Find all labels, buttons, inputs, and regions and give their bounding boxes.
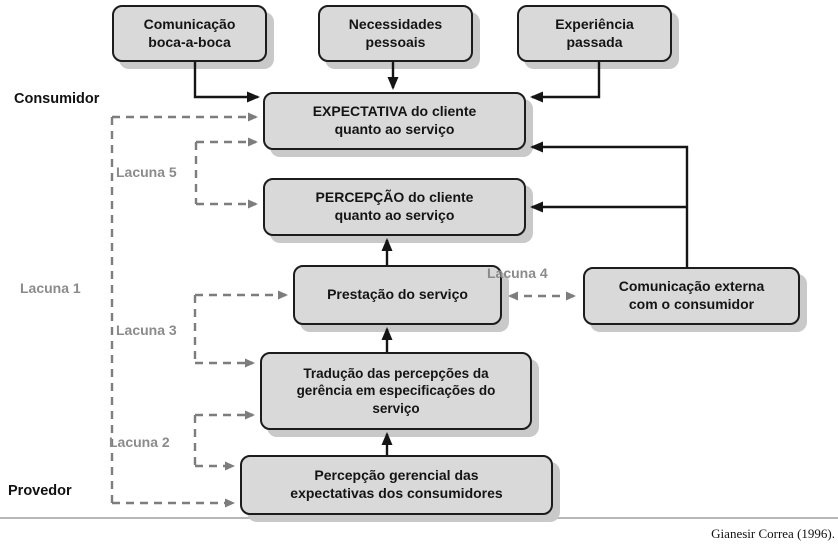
- box-managerial-perception-label: Percepção gerencial das expectativas dos…: [290, 467, 503, 501]
- gap-label-lacuna-3: Lacuna 3: [116, 322, 177, 338]
- arrow-past-experience-to-expectation: [530, 62, 601, 103]
- box-client-expectation-label: EXPECTATIVA do cliente quanto ao serviço: [312, 103, 477, 137]
- gap-label-lacuna-4: Lacuna 4: [487, 265, 548, 281]
- box-client-perception-label: PERCEPÇÃO do cliente quanto ao serviço: [315, 189, 474, 223]
- bottom-divider-line: [0, 517, 838, 519]
- arrow-word-of-mouth-to-expectation: [193, 62, 260, 103]
- source-citation: Gianesir Correa (1996).: [711, 526, 835, 541]
- section-label-consumer: Consumidor: [14, 91, 100, 107]
- box-managerial-perception: Percepção gerencial das expectativas dos…: [240, 455, 553, 515]
- box-translation-specifications-label: Tradução das percepções da gerência em e…: [296, 366, 496, 416]
- arrow-external-communication-to-expectation: [530, 141, 689, 267]
- box-past-experience: Experiência passada: [517, 5, 672, 62]
- box-word-of-mouth: Comunicação boca-a-boca: [112, 5, 267, 62]
- gap-label-lacuna-2: Lacuna 2: [109, 434, 170, 450]
- box-personal-needs: Necessidades pessoais: [318, 5, 473, 62]
- box-external-communication: Comunicação externa com o consumidor: [583, 267, 800, 325]
- box-word-of-mouth-label: Comunicação boca-a-boca: [143, 15, 236, 50]
- box-service-delivery: Prestação do serviço: [293, 265, 502, 325]
- gap-label-lacuna-1: Lacuna 1: [20, 280, 81, 296]
- box-personal-needs-label: Necessidades pessoais: [348, 15, 443, 50]
- gap-label-lacuna-5: Lacuna 5: [116, 164, 177, 180]
- box-service-delivery-label: Prestação do serviço: [327, 286, 468, 303]
- box-past-experience-label: Experiência passada: [555, 15, 634, 50]
- section-label-provider: Provedor: [8, 483, 72, 499]
- box-translation-specifications: Tradução das percepções da gerência em e…: [260, 352, 532, 430]
- box-client-expectation: EXPECTATIVA do cliente quanto ao serviço: [263, 92, 526, 150]
- box-client-perception: PERCEPÇÃO do cliente quanto ao serviço: [263, 178, 526, 236]
- box-external-communication-label: Comunicação externa com o consumidor: [618, 278, 765, 312]
